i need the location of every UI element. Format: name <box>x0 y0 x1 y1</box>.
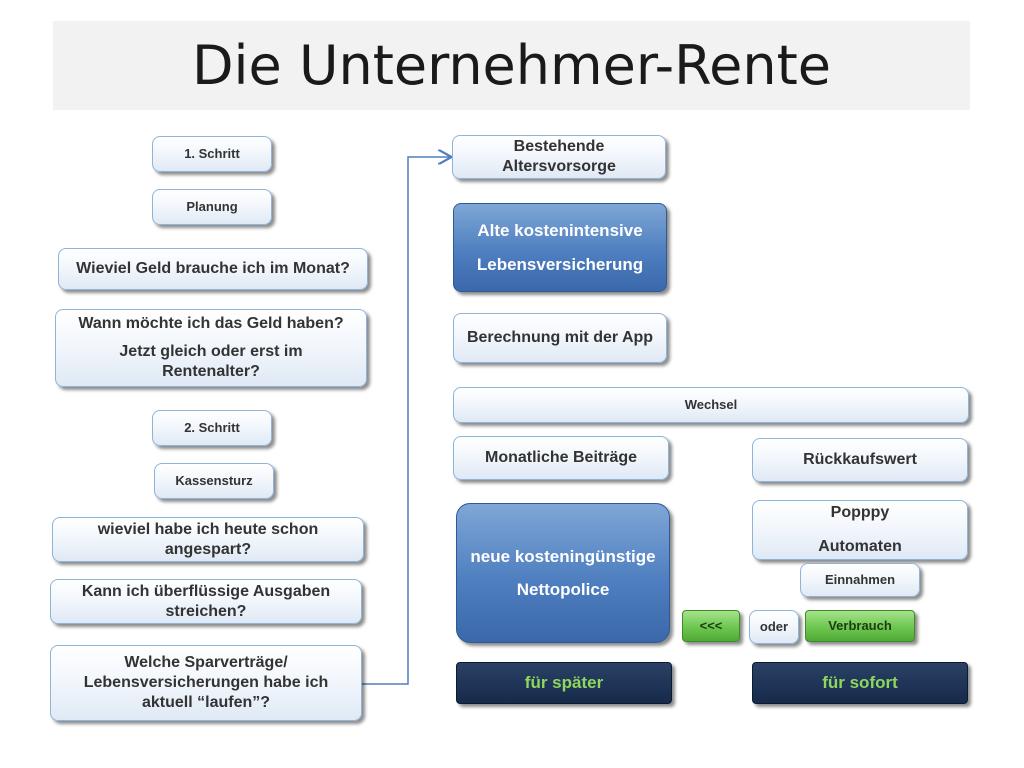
question-when-line2: Jetzt gleich oder erst im Rentenalter? <box>119 343 303 380</box>
question-money-label: Wieviel Geld brauche ich im Monat? <box>76 260 350 277</box>
new-policy-box: neue kosteningünstige Nettopolice <box>456 503 670 643</box>
page-title: Die Unternehmer-Rente <box>191 34 832 97</box>
question-contracts-box: Welche Sparverträge/ Lebensversicherunge… <box>50 645 362 721</box>
question-when-line1: Wann möchte ich das Geld haben? <box>78 315 344 332</box>
surrender-value-box: Rückkaufswert <box>752 438 968 482</box>
question-when-box: Wann möchte ich das Geld haben? Jetzt gl… <box>55 309 367 387</box>
existing-pension-label: Bestehende Altersvorsorge <box>502 138 616 175</box>
income-box: Einnahmen <box>800 563 920 597</box>
question-money-box: Wieviel Geld brauche ich im Monat? <box>58 248 368 290</box>
new-policy-line2: Nettopolice <box>516 580 610 599</box>
popppy-box: Popppy Automaten <box>752 500 968 560</box>
surrender-value-label: Rückkaufswert <box>803 451 917 468</box>
consumption-label: Verbrauch <box>828 617 892 633</box>
monthly-contributions-box: Monatliche Beiträge <box>453 436 669 480</box>
popppy-line2: Automaten <box>818 538 902 555</box>
calculation-app-label: Berechnung mit der App <box>466 329 654 346</box>
kassensturz-label: Kassensturz <box>175 472 253 488</box>
step-1-box: 1. Schritt <box>152 136 272 172</box>
for-later-label: für später <box>524 673 604 693</box>
old-insurance-line1: Alte kostenintensive <box>477 221 643 241</box>
back-label: <<< <box>699 617 723 633</box>
consumption-button[interactable]: Verbrauch <box>805 610 915 642</box>
kassensturz-box: Kassensturz <box>154 463 274 499</box>
wechsel-box: Wechsel <box>453 387 969 423</box>
question-saved-label: wieviel habe ich heute schon angespart? <box>97 520 319 558</box>
existing-pension-box: Bestehende Altersvorsorge <box>452 135 666 179</box>
or-box: oder <box>749 610 799 644</box>
step-1-label: 1. Schritt <box>184 145 240 161</box>
for-later-box: für später <box>456 662 672 704</box>
planung-box: Planung <box>152 189 272 225</box>
monthly-contributions-label: Monatliche Beiträge <box>484 449 638 466</box>
income-label: Einnahmen <box>824 571 896 587</box>
question-saved-box: wieviel habe ich heute schon angespart? <box>52 517 364 562</box>
back-button[interactable]: <<< <box>682 610 740 642</box>
old-insurance-line2: Lebensversicherung <box>476 254 644 274</box>
for-now-box: für sofort <box>752 662 968 704</box>
calculation-app-box: Berechnung mit der App <box>453 313 667 363</box>
or-label: oder <box>759 618 789 634</box>
for-now-label: für sofort <box>822 673 898 693</box>
question-expenses-box: Kann ich überflüssige Ausgaben streichen… <box>50 579 362 624</box>
step-2-label: 2. Schritt <box>184 419 240 435</box>
popppy-line1: Popppy <box>830 504 890 521</box>
title-bar: Die Unternehmer-Rente <box>53 21 970 110</box>
question-contracts-label: Welche Sparverträge/ Lebensversicherunge… <box>83 654 329 711</box>
planung-label: Planung <box>186 198 238 214</box>
step-2-box: 2. Schritt <box>152 410 272 446</box>
question-expenses-label: Kann ich überflüssige Ausgaben streichen… <box>81 582 331 620</box>
old-insurance-box: Alte kostenintensive Lebensversicherung <box>453 203 667 292</box>
wechsel-label: Wechsel <box>684 396 738 412</box>
new-policy-line1: neue kosteningünstige <box>470 546 656 566</box>
